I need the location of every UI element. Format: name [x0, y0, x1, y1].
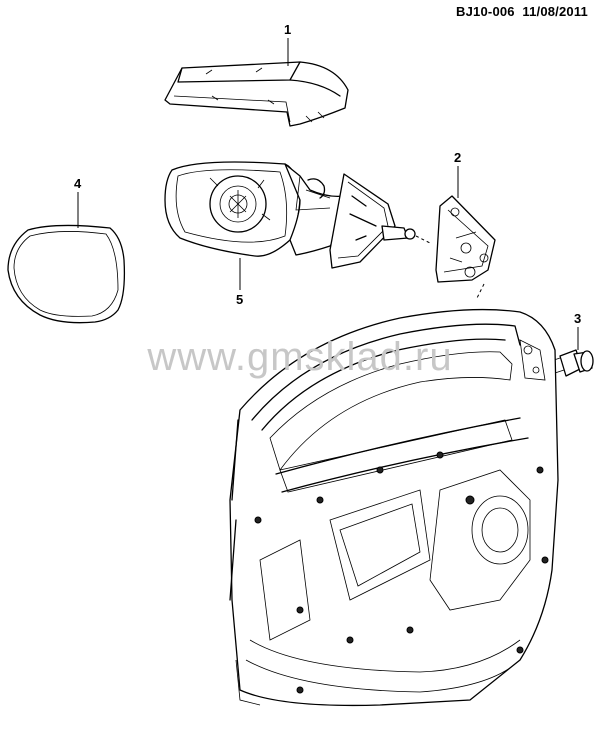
drawing-date: 11/08/2011: [522, 4, 588, 19]
watermark: www.gmsklad.ru: [147, 335, 453, 379]
callout-5: 5: [236, 292, 244, 307]
mirror-glass: [7, 224, 126, 324]
mounting-bolt: [547, 349, 594, 377]
mount-gasket-plate: [435, 195, 496, 283]
drawing-header: BJ10-006 11/08/2011: [456, 4, 588, 19]
callout-1: 1: [284, 22, 292, 37]
leader-lines: [77, 38, 579, 350]
callout-3: 3: [574, 311, 582, 326]
callout-2: 2: [454, 150, 462, 165]
callout-4: 4: [74, 176, 82, 191]
drawing-code: BJ10-006: [456, 4, 515, 19]
mirror-housing-assembly: [164, 161, 433, 269]
mirror-cover-cap: [164, 61, 349, 127]
front-door-panel: [229, 308, 559, 707]
